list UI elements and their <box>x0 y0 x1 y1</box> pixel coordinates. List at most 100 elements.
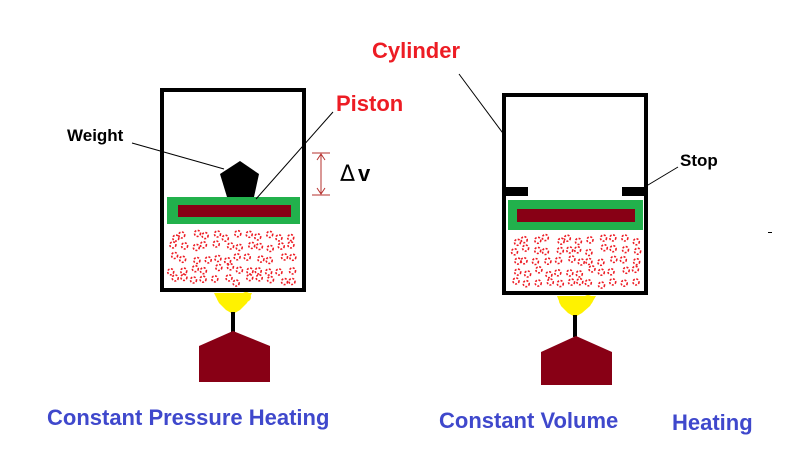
weight-label: Weight <box>67 126 124 145</box>
gas-particle <box>575 270 584 278</box>
cylinder-left <box>160 88 306 292</box>
delta-v-letter: v <box>358 161 371 186</box>
gas-particle <box>199 266 208 275</box>
piston-left-core <box>178 205 291 217</box>
gas-particle <box>255 242 264 251</box>
weight-block <box>220 161 259 197</box>
gas-particle <box>253 233 262 241</box>
gas-particle <box>201 231 209 240</box>
gas-particle <box>553 268 562 277</box>
gas-particle <box>243 253 251 261</box>
caption-heating: Heating <box>672 410 753 435</box>
gas-particle <box>523 270 532 278</box>
gas-particle <box>609 255 618 264</box>
gas-particle <box>573 246 582 254</box>
flame-right <box>557 295 596 317</box>
gas-particle <box>632 238 641 246</box>
gas-particle <box>599 234 608 242</box>
gas-particle <box>226 242 235 250</box>
gas-particle <box>245 273 254 282</box>
gas-particle <box>275 234 283 242</box>
gas-particle <box>619 255 628 264</box>
stop-left <box>506 187 528 196</box>
gas-particle <box>633 247 642 255</box>
gas-particle <box>177 231 186 239</box>
constant-pressure-apparatus: Weight Piston Δ v <box>67 88 403 382</box>
gas-particle <box>235 243 243 252</box>
gas-particle <box>170 251 179 260</box>
gas-particle <box>193 229 202 238</box>
gas-particle <box>565 269 574 277</box>
piston-leader-line <box>255 111 334 200</box>
gas-particle <box>567 278 576 286</box>
gas-particle <box>554 256 563 265</box>
gas-particle <box>189 276 198 284</box>
stop-right <box>622 187 644 196</box>
gas-particle <box>597 281 606 289</box>
gas-particle <box>632 257 641 266</box>
gas-particle <box>575 277 584 286</box>
gas-particle <box>255 273 264 282</box>
gas-particle <box>277 242 286 250</box>
gas-particle <box>631 265 640 274</box>
gas-particle <box>193 256 201 265</box>
gas-particle <box>512 277 520 285</box>
gas-particle <box>521 244 530 252</box>
gas-particles-right <box>510 233 642 289</box>
gas-particle <box>597 268 606 277</box>
gas-particle <box>287 241 295 249</box>
gas-particle <box>172 234 180 242</box>
flame-left <box>214 292 252 314</box>
constant-volume-apparatus: Cylinder Stop <box>372 38 718 385</box>
stop-leader-line <box>642 166 679 189</box>
gas-particle <box>288 267 297 275</box>
gas-particle <box>620 279 629 288</box>
gas-particle <box>607 267 615 276</box>
cylinder-right <box>502 93 648 295</box>
gas-particle <box>166 267 175 276</box>
gas-particle <box>597 258 605 267</box>
gas-particle <box>265 256 274 265</box>
gas-particle <box>288 253 297 262</box>
weight-leader-line <box>131 142 225 170</box>
delta-v-indicator <box>312 152 330 196</box>
gas-particle <box>265 230 274 239</box>
gas-particle <box>600 243 609 252</box>
gas-particle <box>541 247 550 256</box>
gas-particle <box>535 265 543 274</box>
gas-particle <box>545 270 553 279</box>
gas-particle <box>588 265 596 273</box>
gas-particle <box>585 257 593 266</box>
gas-particle <box>632 278 640 286</box>
gas-particle <box>621 245 630 254</box>
gas-particle <box>577 258 586 266</box>
gas-particle <box>568 255 576 263</box>
gas-particle <box>513 268 522 276</box>
gas-particle <box>514 257 522 265</box>
gas-particle <box>557 237 565 245</box>
gas-particle <box>221 234 230 242</box>
gas-particle <box>179 267 188 275</box>
gas-particle <box>169 241 177 249</box>
gas-particle <box>585 248 593 257</box>
stop-label: Stop <box>680 151 718 170</box>
gas-particle <box>520 256 528 265</box>
gas-particle <box>246 267 254 275</box>
gas-particle <box>235 266 244 274</box>
gas-particle <box>534 279 543 287</box>
gas-particle <box>225 274 233 282</box>
gas-particle <box>275 268 283 276</box>
gas-particle <box>171 274 179 282</box>
gas-particle <box>232 279 240 287</box>
gas-particle <box>211 275 219 283</box>
gas-particle <box>620 234 629 242</box>
gas-particle <box>199 241 208 249</box>
burner-right <box>541 336 612 385</box>
cylinder-leader-line <box>458 73 506 137</box>
gas-particle <box>608 278 617 286</box>
gas-particle <box>563 234 572 242</box>
gas-particle <box>213 230 222 238</box>
gas-particle <box>531 257 540 266</box>
gas-particle <box>586 236 594 244</box>
gas-particle <box>233 252 241 261</box>
